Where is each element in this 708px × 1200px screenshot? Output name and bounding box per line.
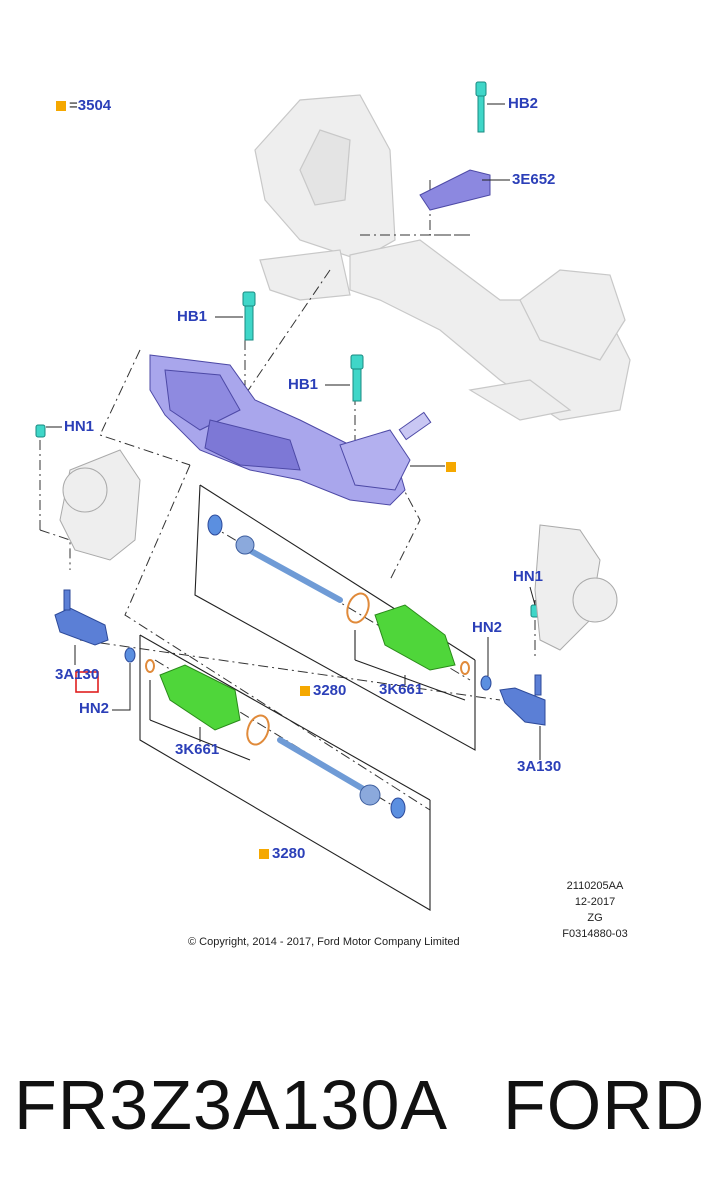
drawing-date: 12-2017 [574,896,616,908]
drawing-code: ZG [587,912,603,924]
bolts [35,81,541,618]
leader-lines [46,103,541,760]
boot-clamps [145,592,470,746]
part-number: FR3Z3A130A [14,1066,449,1144]
square-marker-icon [446,462,456,473]
square-marker-icon [259,849,269,860]
group-brackets [139,484,476,911]
drawing-id: 2110205AA [566,880,624,892]
steering-rack [149,354,432,506]
callout-3k661-lower: 3K661 [175,741,220,758]
callout-3e652: 3E652 [512,171,556,188]
callout-hn1-left: HN1 [64,418,95,435]
copyright-notice: © Copyright, 2014 - 2017, Ford Motor Com… [188,936,460,948]
callout-3280-upper-label: 3280 [313,682,347,699]
boots-3k661 [159,604,456,731]
callout-3504-marker [446,458,459,475]
nuts-hn2 [124,514,492,819]
tie-rod-ends [54,589,546,726]
callout-hn1-right: HN1 [513,568,544,585]
callout-3k661-upper: 3K661 [379,681,424,698]
inner-tie-rods [237,542,368,793]
callout-hn2-left: HN2 [79,700,110,717]
drawing-metadata: 2110205AA 12-2017 ZG F0314880-03 [540,878,650,942]
legend-3504: =3504 [56,97,111,114]
callout-3a130-left: 3A130 [55,666,100,683]
subframe [254,94,631,421]
square-marker-icon [56,101,66,112]
brand-name: FORD [503,1066,706,1144]
callout-3280-lower: 3280 [259,845,305,862]
drawing-number: F0314880-03 [562,928,628,940]
legend-equals: = [69,97,78,114]
callout-hn2-right: HN2 [472,619,503,636]
legend-code: 3504 [77,97,112,114]
callout-3280-upper: 3280 [300,682,346,699]
callout-3280-lower-label: 3280 [272,845,306,862]
square-marker-icon [300,686,310,697]
knuckle-left [59,449,141,561]
callout-3a130-right: 3A130 [517,758,562,775]
highlight-box [75,671,99,693]
tie-rod-joints [235,535,381,806]
callout-hb2: HB2 [508,95,539,112]
callout-hb1-upper: HB1 [177,308,208,325]
knuckle-right [534,524,618,651]
steering-gear-exploded-diagram [35,81,631,911]
callout-hb1-lower: HB1 [288,376,319,393]
mount-bracket-3e652 [419,169,491,211]
